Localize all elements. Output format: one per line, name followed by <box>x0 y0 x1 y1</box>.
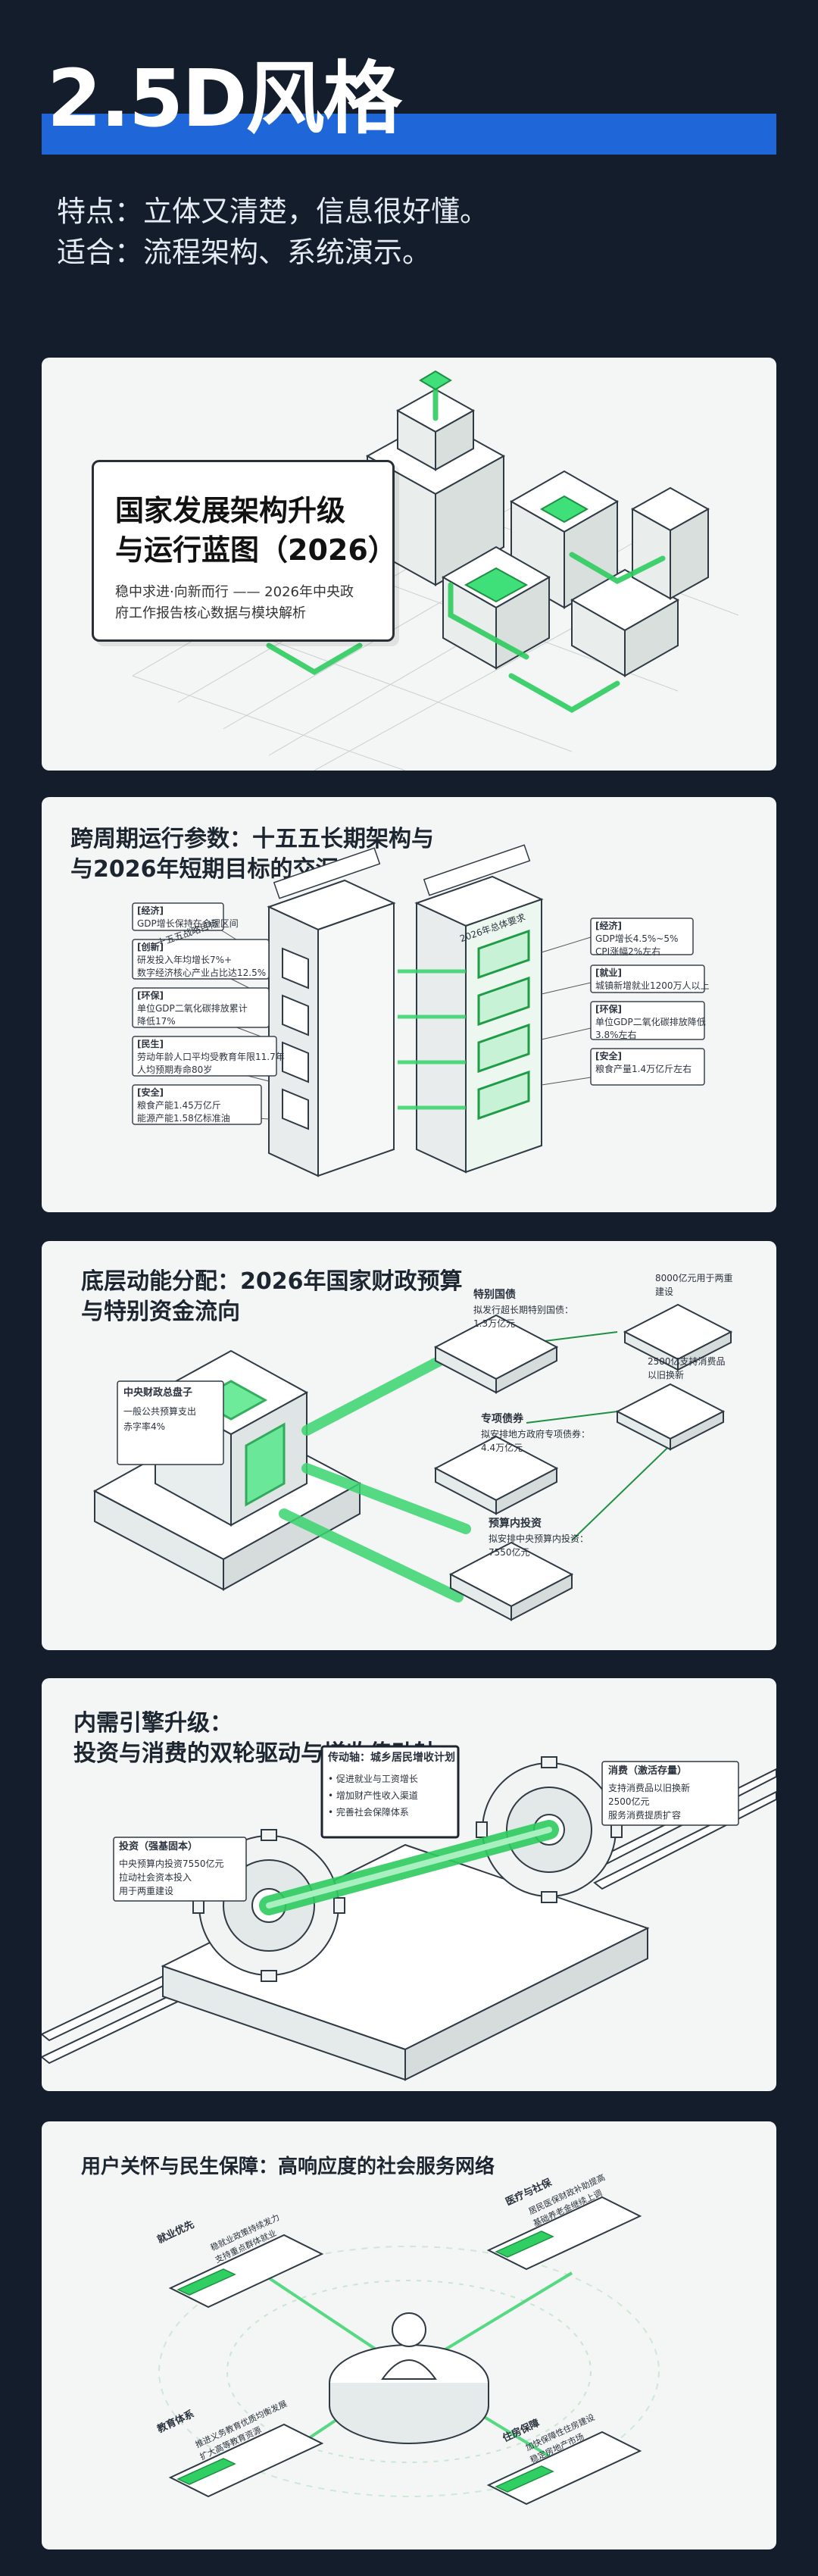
gear-drive-illustration <box>42 1745 776 2081</box>
service-network-illustration <box>158 2196 660 2506</box>
feature-line: 特点：立体又清楚，信息很好懂。 <box>57 195 489 228</box>
page-title: 2.5D风格 <box>47 52 402 145</box>
card-title: 内需引擎升级： <box>73 1710 233 1737</box>
blueprint-title-line2: 与运行蓝图（2026） <box>115 533 397 567</box>
blueprint-title-box: 国家发展架构升级 与运行蓝图（2026） 稳中求进·向新而行 —— 2026年中… <box>92 460 397 642</box>
bond1-title: 特别国债 <box>473 1289 516 1301</box>
bond3-text2: 7550亿元 <box>489 1547 530 1558</box>
card-title: 用户关怀与民生保障：高响应度的社会服务网络 <box>81 2156 495 2178</box>
investment-gear-text3: 用于两重建设 <box>119 1886 174 1896</box>
consumption-gear-text3: 服务消费提质扩容 <box>608 1810 682 1821</box>
shaft-item: • 增加财产性收入渠道 <box>328 1790 418 1801</box>
out2-text2: 以旧换新 <box>648 1370 685 1380</box>
investment-gear-text1: 中央预算内投资7550亿元 <box>119 1859 224 1869</box>
left-note-livelihood: [民生]劳动年龄人口平均受教育年限11.7年人均预期寿命80岁 <box>137 1039 285 1075</box>
bond3-title: 预算内投资 <box>489 1518 542 1530</box>
shaft-item: • 促进就业与工资增长 <box>328 1774 418 1784</box>
social-service-card: 用户关怀与民生保障：高响应度的社会服务网络 <box>42 2121 776 2549</box>
budget-flow-card: 底层动能分配：2026年国家财政预算 与特别资金流向 <box>42 1241 776 1650</box>
investment-gear-text2: 拉动社会资本投入 <box>119 1872 192 1883</box>
consumption-gear-text1: 支持消费品以旧换新 <box>608 1783 691 1793</box>
blueprint-card: 国家发展架构升级 与运行蓝图（2026） 稳中求进·向新而行 —— 2026年中… <box>42 358 776 771</box>
left-note-economy: [经济]GDP增长保持在合理区间 <box>137 905 239 929</box>
card-title-line2: 与特别资金流向 <box>81 1299 240 1325</box>
demand-engine-card: 内需引擎升级： 投资与消费的双轮驱动与增收传动轴 <box>42 1678 776 2091</box>
bond3-text1: 拟安排中央预算内投资： <box>489 1533 589 1544</box>
core-text1: 一般公共预算支出 <box>123 1406 197 1417</box>
out2-text1: 2500亿支持消费品 <box>648 1356 726 1367</box>
left-note-innovation: [创新]研发投入年均增长7%+数字经济核心产业占比达12.5% <box>137 942 267 978</box>
out1-text2: 建设 <box>655 1286 674 1297</box>
bond1-text1: 拟发行超长期特别国债： <box>473 1305 574 1315</box>
blueprint-subtitle-line2: 府工作报告核心数据与模块解析 <box>115 605 306 621</box>
core-text2: 赤字率4% <box>123 1421 166 1432</box>
consumption-gear-title: 消费（激活存量） <box>608 1765 688 1777</box>
left-note-environment: [环保]单位GDP二氧化碳排放累计降低17% <box>137 990 248 1027</box>
consumption-gear-text2: 2500亿元 <box>608 1796 650 1807</box>
bond1-text2: 1.3万亿元 <box>473 1318 516 1329</box>
bond2-text2: 4.4万亿元 <box>481 1443 523 1453</box>
parameters-card: 跨周期运行参数：十五五长期架构与 与2026年短期目标的交汇 <box>42 797 776 1212</box>
shaft-item: • 完善社会保障体系 <box>328 1807 409 1818</box>
server-towers-illustration <box>132 844 705 1177</box>
investment-gear-title: 投资（强基固本） <box>119 1841 198 1852</box>
out1-text1: 8000亿元用于两重 <box>655 1273 733 1283</box>
use-case-line: 适合：流程架构、系统演示。 <box>57 236 432 269</box>
blueprint-subtitle-line1: 稳中求进·向新而行 —— 2026年中央政 <box>115 584 354 600</box>
title-accent-bar <box>42 114 776 155</box>
budget-flow-illustration <box>92 1303 733 1621</box>
hero-header: 2.5D风格 特点：立体又清楚，信息很好懂。 适合：流程架构、系统演示。 <box>0 0 818 341</box>
card-title: 底层动能分配：2026年国家财政预算 <box>81 1268 463 1295</box>
right-note-security: [安全]粮食产量1.4万亿斤左右 <box>595 1051 692 1074</box>
left-note-security: [安全]粮食产能1.45万亿斤能源产能1.58亿标准油 <box>137 1087 230 1124</box>
core-label: 中央财政总盘子 <box>123 1387 193 1399</box>
bond2-text1: 拟安排地方政府专项债券： <box>481 1429 591 1440</box>
blueprint-title-line1: 国家发展架构升级 <box>115 494 346 527</box>
bond2-title: 专项债券 <box>481 1413 523 1425</box>
right-note-economy: [经济]GDP增长4.5%~5%CPI涨幅2%左右 <box>595 921 679 957</box>
shaft-label: 传动轴：城乡居民增收计划 <box>328 1752 455 1764</box>
right-note-employment: [就业]城镇新增就业1200万人以上 <box>595 968 710 991</box>
